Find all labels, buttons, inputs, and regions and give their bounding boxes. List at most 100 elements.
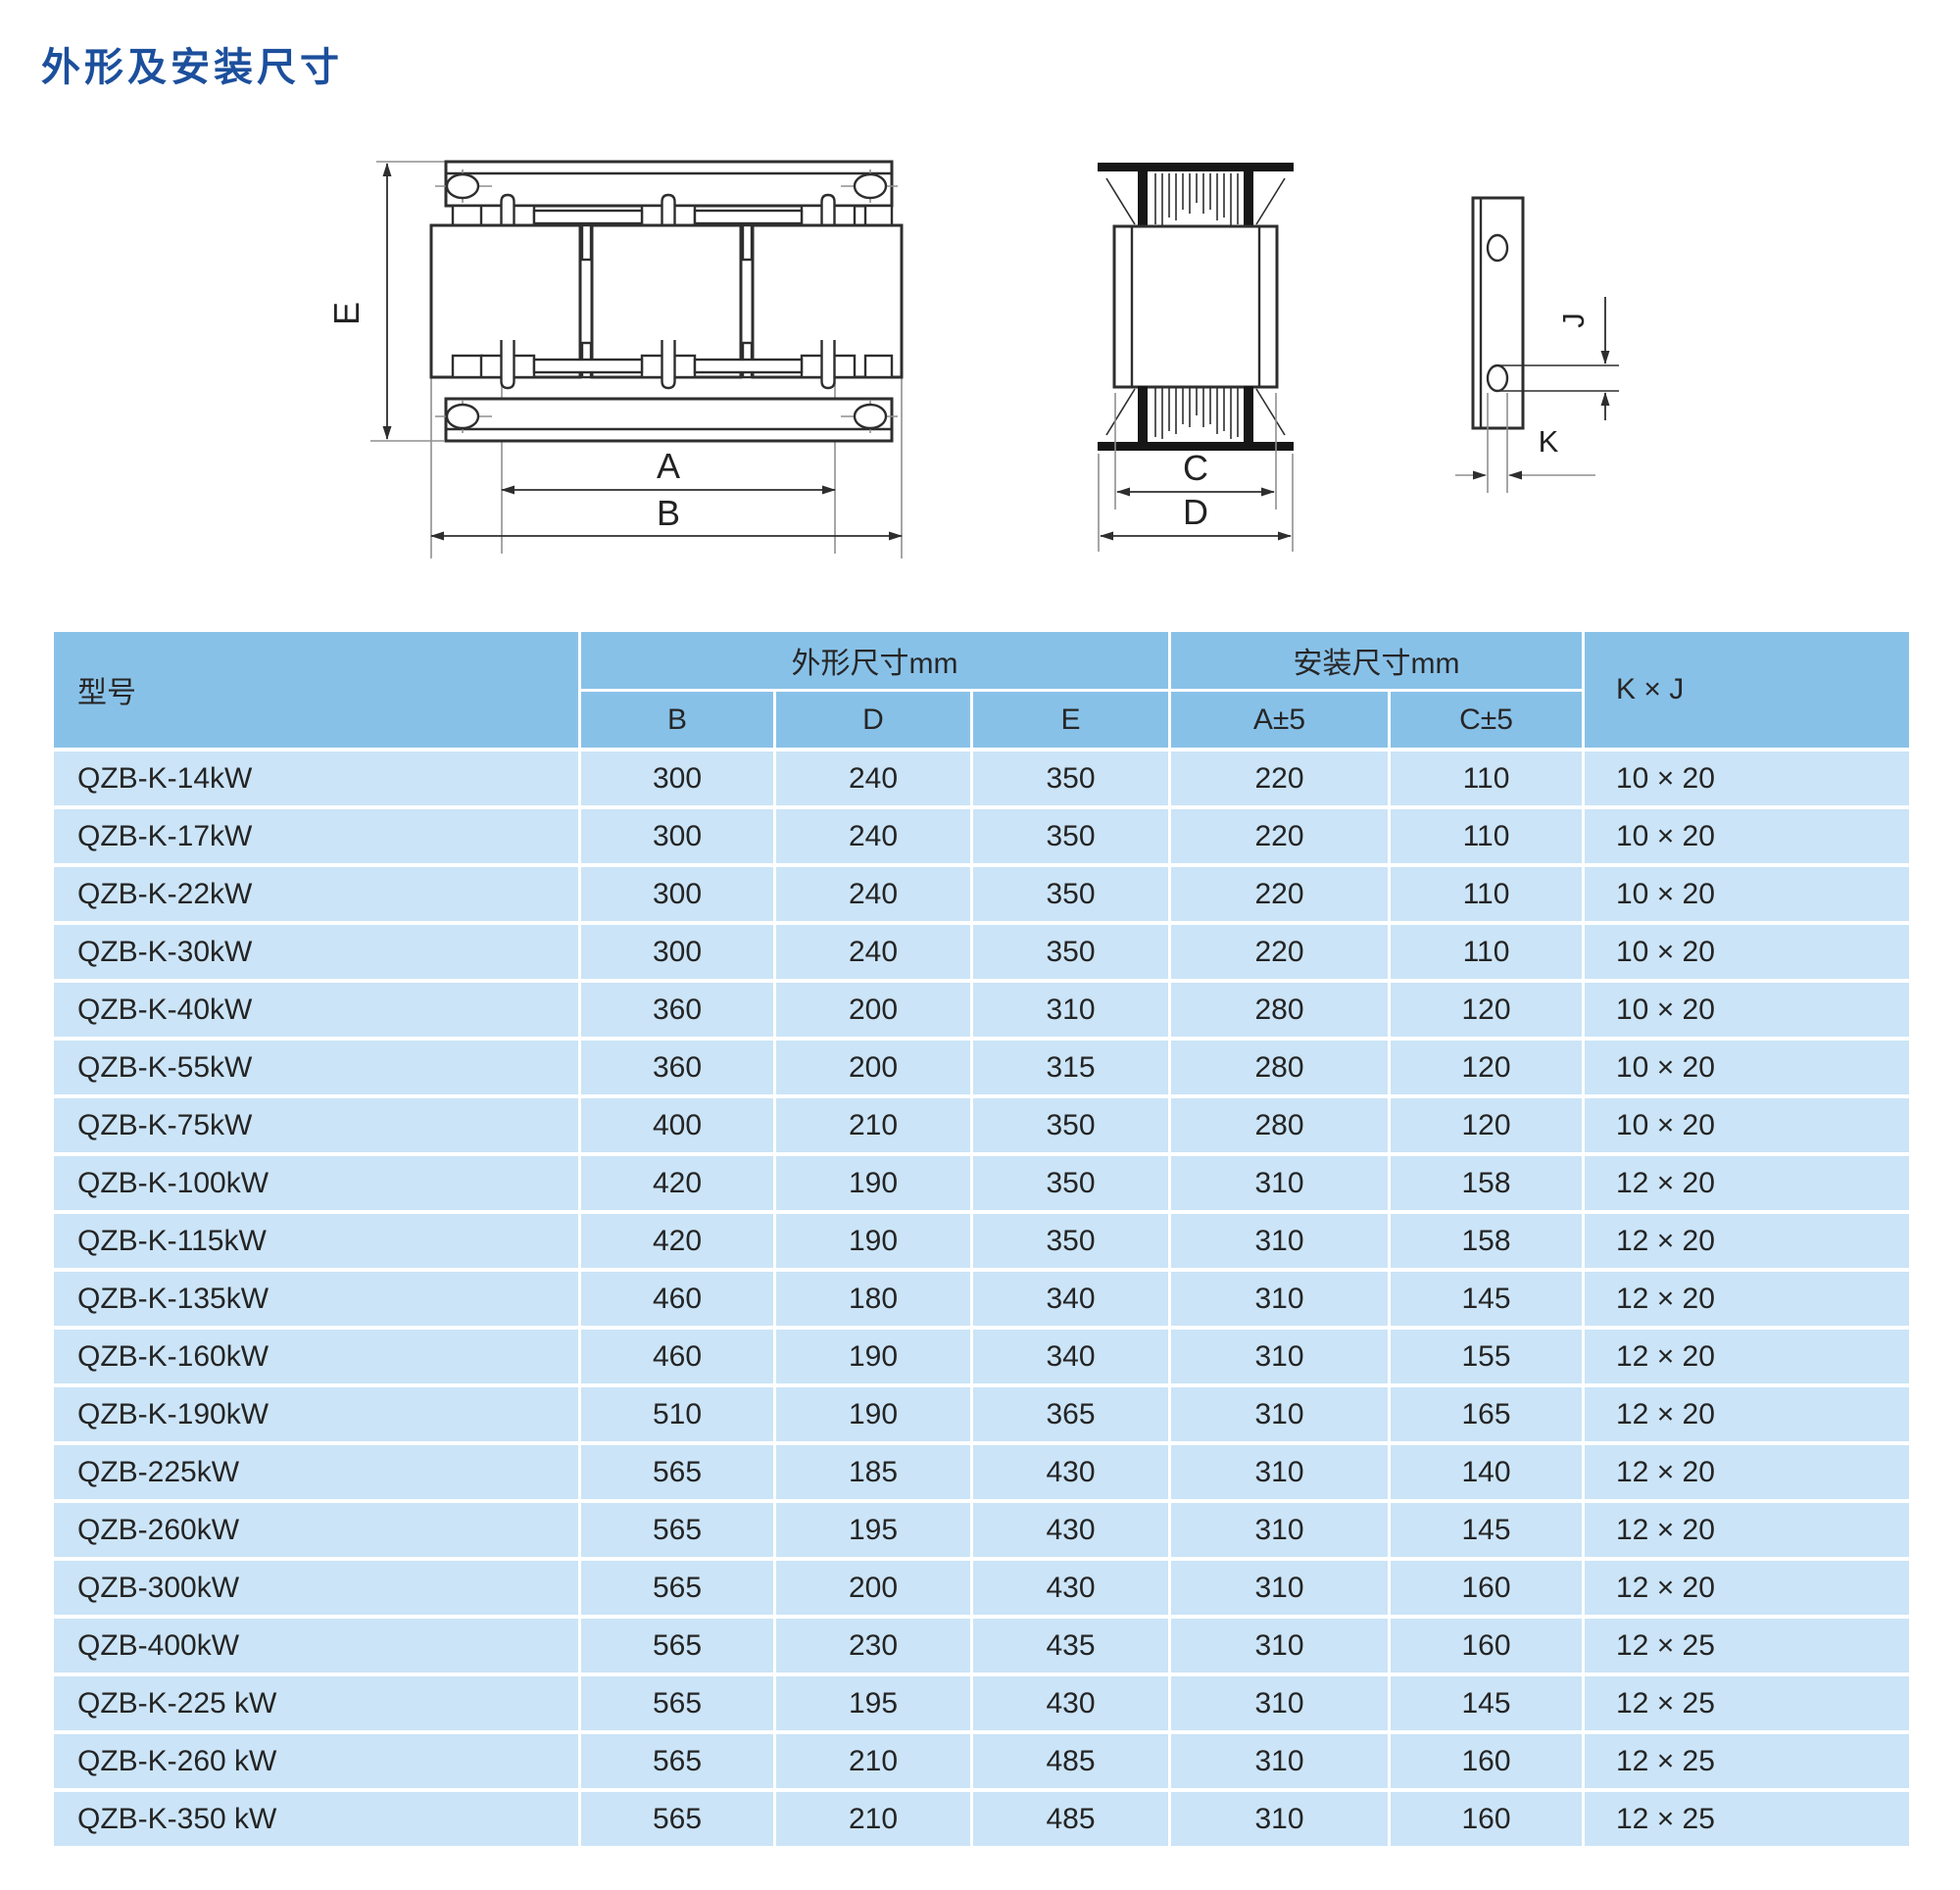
e-value-cell: 350 — [973, 1214, 1168, 1268]
e-value-cell: 315 — [973, 1041, 1168, 1094]
model-cell: QZB-K-160kW — [54, 1330, 578, 1383]
c-value-cell: 110 — [1391, 809, 1582, 863]
c-value-cell: 160 — [1391, 1619, 1582, 1672]
table-row: QZB-K-260 kW 565 210 485 310 160 12 × 25 — [54, 1734, 1909, 1788]
b-value-cell: 400 — [581, 1098, 773, 1152]
b-value-cell: 565 — [581, 1503, 773, 1557]
page-title: 外形及安装尺寸 — [41, 46, 343, 89]
a-value-cell: 310 — [1171, 1330, 1388, 1383]
model-cell: QZB-K-190kW — [54, 1387, 578, 1441]
e-value-cell: 350 — [973, 925, 1168, 979]
b-value-cell: 300 — [581, 751, 773, 805]
dim-label-c: C — [1183, 448, 1208, 488]
table-row: QZB-225kW 565 185 430 310 140 12 × 20 — [54, 1445, 1909, 1499]
b-value-cell: 300 — [581, 809, 773, 863]
table-row: QZB-K-225 kW 565 195 430 310 145 12 × 25 — [54, 1676, 1909, 1730]
table-row: QZB-K-17kW 300 240 350 220 110 10 × 20 — [54, 809, 1909, 863]
b-value-cell: 300 — [581, 925, 773, 979]
b-value-cell: 565 — [581, 1792, 773, 1846]
b-value-cell: 360 — [581, 1041, 773, 1094]
d-value-cell: 190 — [776, 1330, 970, 1383]
header-col-d: D — [776, 692, 970, 748]
kj-value-cell: 12 × 20 — [1585, 1445, 1909, 1499]
header-kxj: K × J — [1585, 632, 1909, 748]
d-value-cell: 200 — [776, 1041, 970, 1094]
bracket-detail-drawing: J K — [1455, 196, 1619, 493]
table-row: QZB-K-75kW 400 210 350 280 120 10 × 20 — [54, 1098, 1909, 1152]
model-cell: QZB-K-14kW — [54, 751, 578, 805]
b-value-cell: 565 — [581, 1734, 773, 1788]
model-cell: QZB-300kW — [54, 1561, 578, 1615]
e-value-cell: 340 — [973, 1272, 1168, 1326]
e-value-cell: 435 — [973, 1619, 1168, 1672]
c-value-cell: 140 — [1391, 1445, 1582, 1499]
b-value-cell: 565 — [581, 1561, 773, 1615]
kj-value-cell: 12 × 20 — [1585, 1214, 1909, 1268]
e-value-cell: 430 — [973, 1445, 1168, 1499]
slot-hole — [435, 400, 492, 433]
slot-hole — [841, 400, 898, 433]
table-row: QZB-K-55kW 360 200 315 280 120 10 × 20 — [54, 1041, 1909, 1094]
a-value-cell: 280 — [1171, 1098, 1388, 1152]
dim-label-e: E — [333, 302, 367, 325]
d-value-cell: 190 — [776, 1387, 970, 1441]
table-row: QZB-K-135kW 460 180 340 310 145 12 × 20 — [54, 1272, 1909, 1326]
table-row: QZB-K-115kW 420 190 350 310 158 12 × 20 — [54, 1214, 1909, 1268]
c-value-cell: 160 — [1391, 1792, 1582, 1846]
d-value-cell: 195 — [776, 1503, 970, 1557]
a-value-cell: 310 — [1171, 1445, 1388, 1499]
a-value-cell: 310 — [1171, 1734, 1388, 1788]
e-value-cell: 430 — [973, 1503, 1168, 1557]
header-outline-group: 外形尺寸mm — [581, 632, 1168, 689]
table-header: 型号 外形尺寸mm 安装尺寸mm K × J B D E A±5 C±5 — [54, 632, 1909, 748]
b-value-cell: 565 — [581, 1445, 773, 1499]
a-value-cell: 220 — [1171, 809, 1388, 863]
d-value-cell: 190 — [776, 1156, 970, 1210]
header-col-c: C±5 — [1391, 692, 1582, 748]
model-cell: QZB-K-22kW — [54, 867, 578, 921]
e-value-cell: 365 — [973, 1387, 1168, 1441]
d-value-cell: 240 — [776, 809, 970, 863]
b-value-cell: 565 — [581, 1619, 773, 1672]
kj-value-cell: 12 × 20 — [1585, 1156, 1909, 1210]
a-value-cell: 280 — [1171, 1041, 1388, 1094]
model-cell: QZB-K-55kW — [54, 1041, 578, 1094]
model-cell: QZB-K-17kW — [54, 809, 578, 863]
model-cell: QZB-K-260 kW — [54, 1734, 578, 1788]
a-value-cell: 310 — [1171, 1272, 1388, 1326]
e-value-cell: 430 — [973, 1676, 1168, 1730]
d-value-cell: 210 — [776, 1098, 970, 1152]
d-value-cell: 240 — [776, 751, 970, 805]
slot-hole — [841, 170, 898, 203]
d-value-cell: 200 — [776, 983, 970, 1037]
c-value-cell: 145 — [1391, 1676, 1582, 1730]
c-value-cell: 145 — [1391, 1272, 1582, 1326]
model-cell: QZB-K-135kW — [54, 1272, 578, 1326]
d-value-cell: 200 — [776, 1561, 970, 1615]
d-value-cell: 210 — [776, 1792, 970, 1846]
kj-value-cell: 10 × 20 — [1585, 809, 1909, 863]
model-cell: QZB-K-75kW — [54, 1098, 578, 1152]
header-model: 型号 — [54, 632, 578, 748]
table-row: QZB-260kW 565 195 430 310 145 12 × 20 — [54, 1503, 1909, 1557]
front-view-drawing: E — [333, 160, 904, 558]
c-value-cell: 110 — [1391, 867, 1582, 921]
kj-value-cell: 12 × 20 — [1585, 1330, 1909, 1383]
b-value-cell: 420 — [581, 1156, 773, 1210]
kj-value-cell: 12 × 20 — [1585, 1272, 1909, 1326]
table-row: QZB-K-40kW 360 200 310 280 120 10 × 20 — [54, 983, 1909, 1037]
table-row: QZB-300kW 565 200 430 310 160 12 × 20 — [54, 1561, 1909, 1615]
kj-value-cell: 12 × 25 — [1585, 1676, 1909, 1730]
dimensions-table: 型号 外形尺寸mm 安装尺寸mm K × J B D E A±5 C±5 QZB… — [54, 632, 1909, 1846]
table-row: QZB-K-30kW 300 240 350 220 110 10 × 20 — [54, 925, 1909, 979]
model-cell: QZB-K-40kW — [54, 983, 578, 1037]
kj-value-cell: 10 × 20 — [1585, 1098, 1909, 1152]
c-value-cell: 120 — [1391, 1041, 1582, 1094]
a-value-cell: 310 — [1171, 1619, 1388, 1672]
model-cell: QZB-225kW — [54, 1445, 578, 1499]
model-cell: QZB-K-225 kW — [54, 1676, 578, 1730]
dim-label-a: A — [657, 446, 680, 486]
header-col-b: B — [581, 692, 773, 748]
a-value-cell: 280 — [1171, 983, 1388, 1037]
header-col-e: E — [973, 692, 1168, 748]
